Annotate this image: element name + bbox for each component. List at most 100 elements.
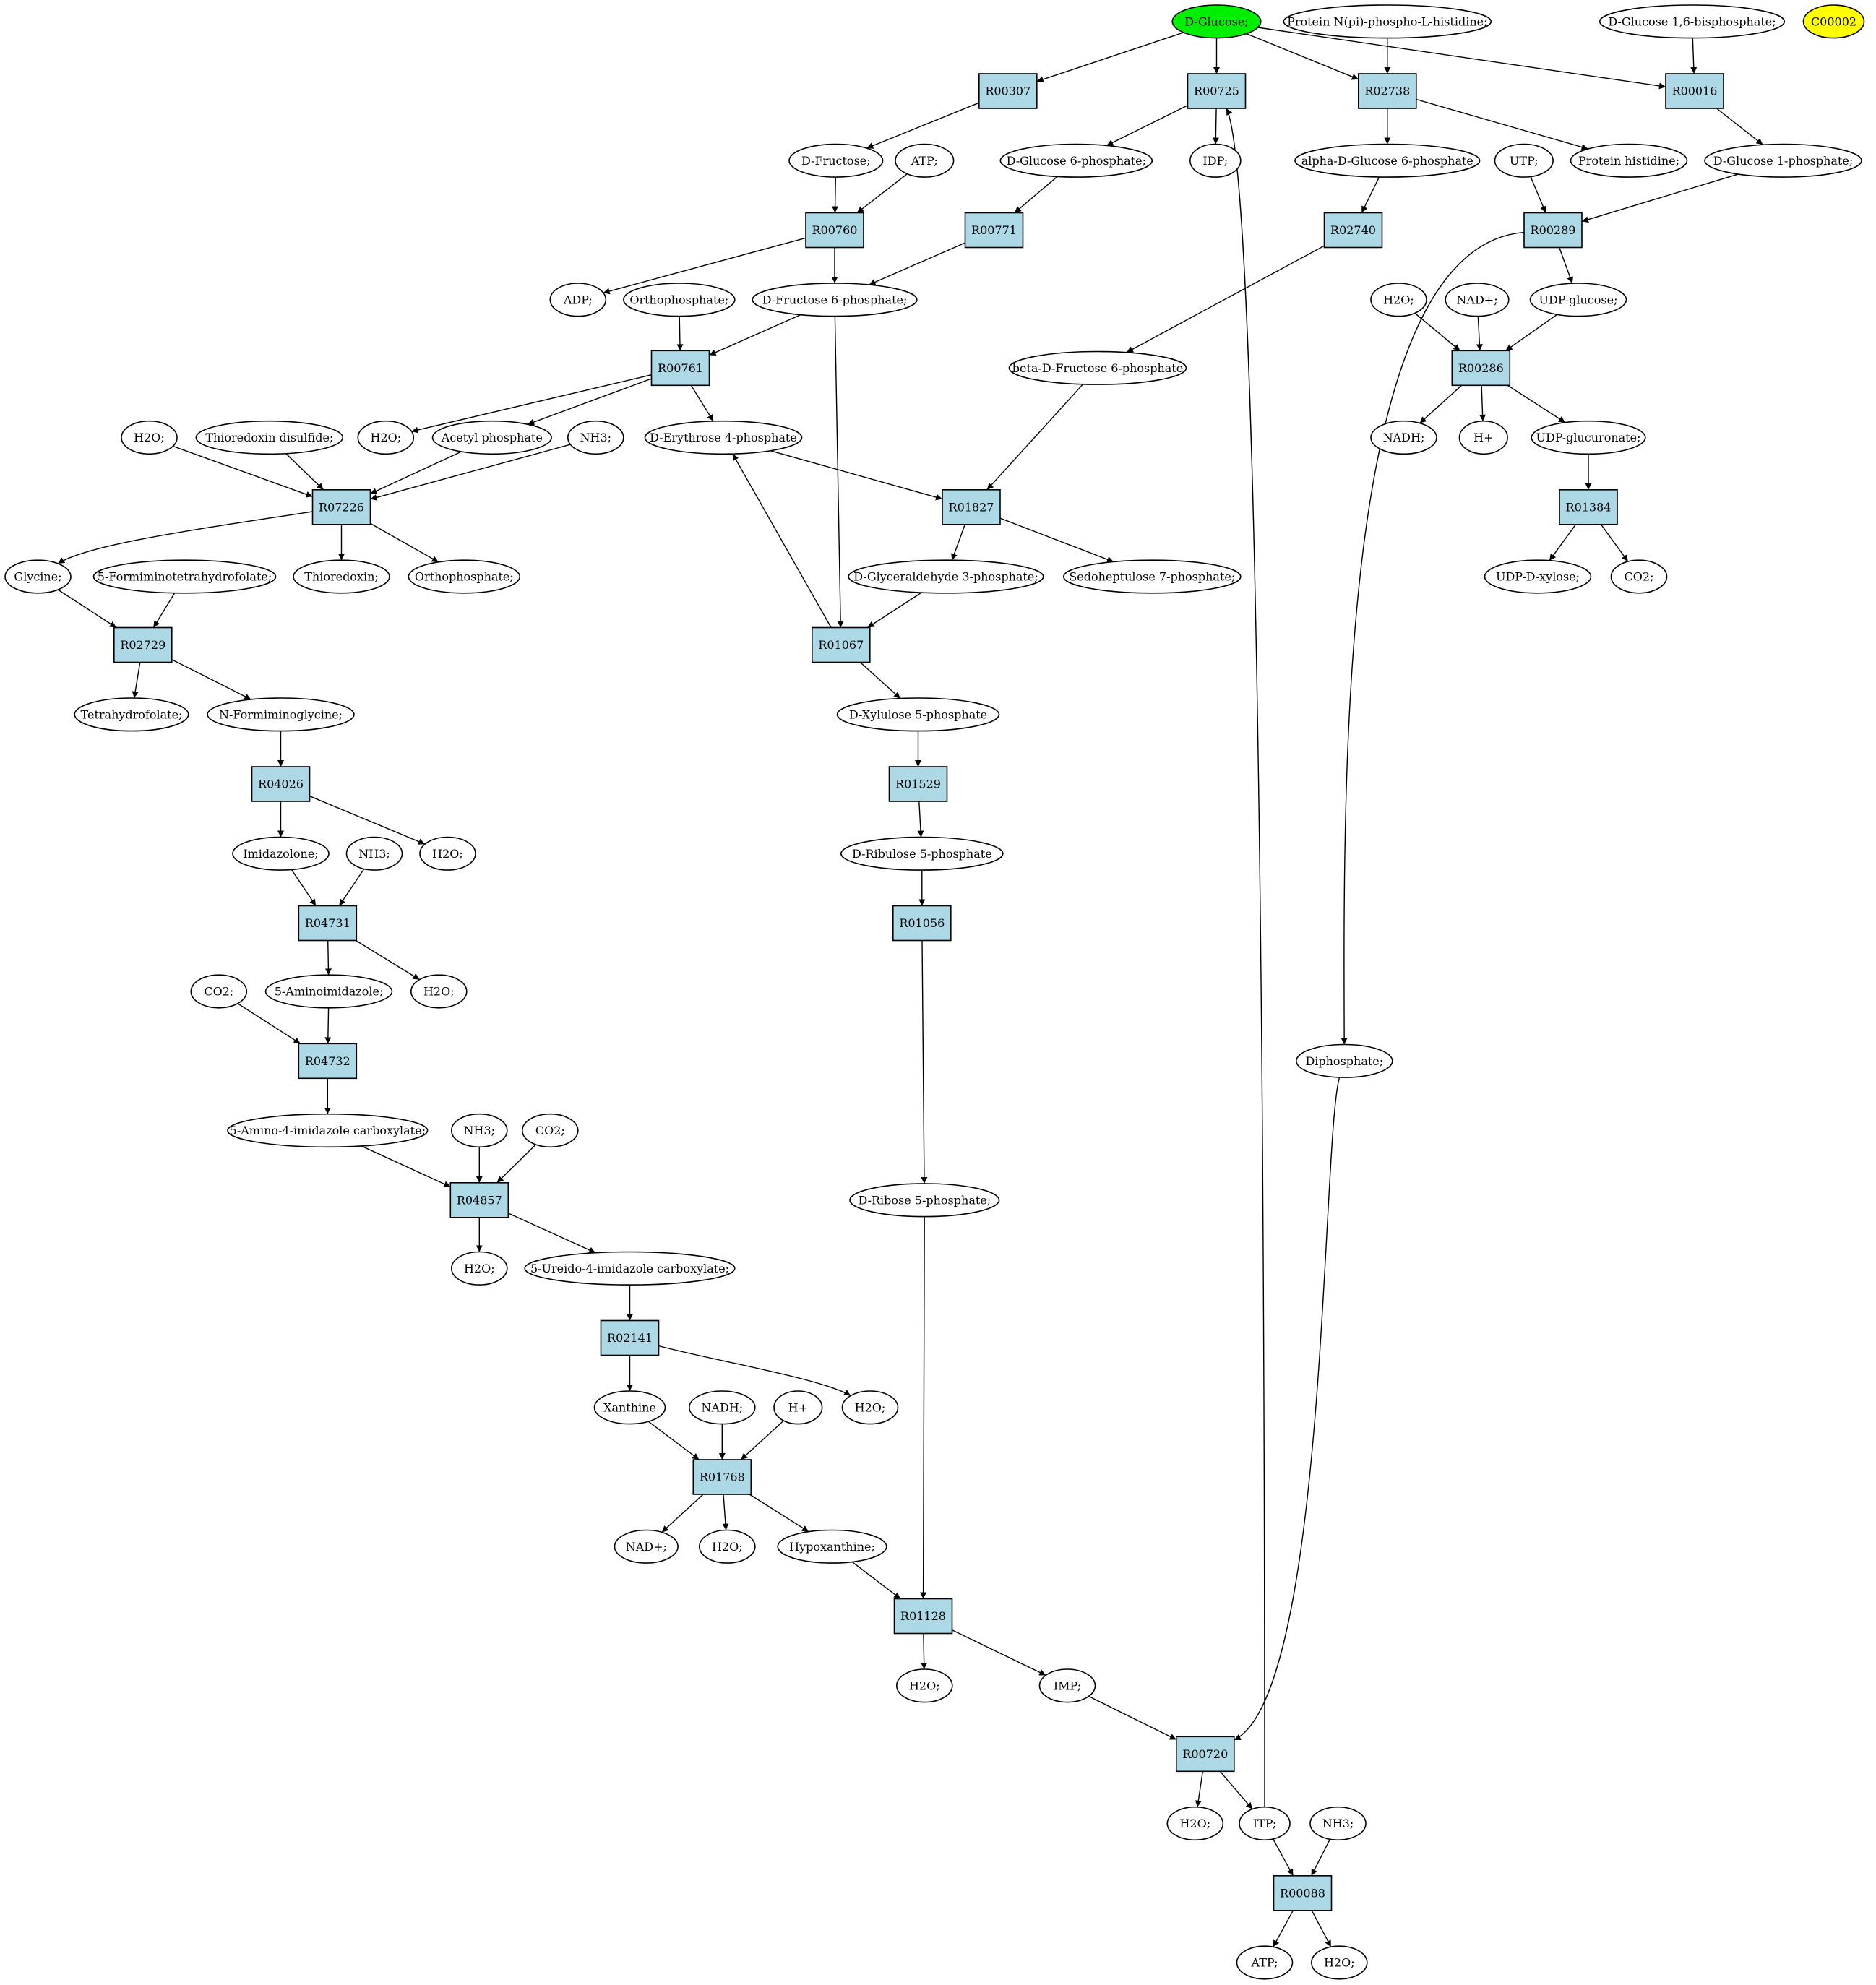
metabolite-node-protein-phospho-his[interactable]: Protein N(pi)-phospho-L-histidine; bbox=[1283, 4, 1492, 39]
metabolite-node-h2o-e[interactable]: H2O; bbox=[410, 974, 468, 1009]
reaction-node-r00725[interactable]: R00725 bbox=[1187, 73, 1247, 109]
reaction-node-r02141[interactable]: R02141 bbox=[600, 1319, 660, 1356]
reaction-node-r04732[interactable]: R04732 bbox=[298, 1043, 358, 1080]
metabolite-node-h2o-a[interactable]: H2O; bbox=[1370, 283, 1427, 317]
metabolite-node-atp-b[interactable]: ATP; bbox=[1236, 1945, 1294, 1980]
metabolite-node-nadp-b[interactable]: NAD+; bbox=[614, 1529, 679, 1564]
reaction-node-r02740[interactable]: R02740 bbox=[1323, 212, 1383, 249]
metabolite-node-glycine[interactable]: Glycine; bbox=[4, 559, 72, 594]
metabolite-node-nadp-a[interactable]: NAD+; bbox=[1445, 283, 1510, 317]
metabolite-node-h2o-b[interactable]: H2O; bbox=[121, 420, 178, 455]
reaction-node-r04026[interactable]: R04026 bbox=[251, 766, 311, 802]
metabolite-node-formiminoglycine[interactable]: N-Formiminoglycine; bbox=[207, 697, 355, 732]
metabolite-node-sedoheptulose7p[interactable]: Sedoheptulose 7-phosphate; bbox=[1063, 559, 1242, 594]
reaction-node-r00307[interactable]: R00307 bbox=[978, 73, 1038, 109]
metabolite-node-protein-his[interactable]: Protein histidine; bbox=[1570, 143, 1688, 178]
metabolite-node-h2o-g[interactable]: H2O; bbox=[841, 1390, 899, 1425]
reaction-node-r02738[interactable]: R02738 bbox=[1358, 73, 1417, 109]
metabolite-node-thf[interactable]: Tetrahydrofolate; bbox=[74, 697, 189, 732]
metabolite-node-nh3-d[interactable]: NH3; bbox=[1309, 1806, 1367, 1841]
metabolite-node-h2o-k[interactable]: H2O; bbox=[1311, 1945, 1368, 1980]
reaction-node-r07226[interactable]: R07226 bbox=[311, 488, 371, 525]
metabolite-node-h2o-j[interactable]: H2O; bbox=[1166, 1806, 1224, 1841]
metabolite-node-aica[interactable]: 5-Amino-4-imidazole carboxylate; bbox=[227, 1113, 429, 1148]
metabolite-node-glucose[interactable]: D-Glucose; bbox=[1171, 4, 1262, 39]
metabolite-node-orthophosphate-b[interactable]: Orthophosphate; bbox=[408, 559, 521, 594]
metabolite-node-beta-fructose6p[interactable]: beta-D-Fructose 6-phosphate bbox=[1008, 350, 1187, 385]
metabolite-node-adp[interactable]: ADP; bbox=[549, 283, 607, 317]
metabolite-node-hypoxanthine[interactable]: Hypoxanthine; bbox=[777, 1529, 887, 1564]
metabolite-node-glucose6p[interactable]: D-Glucose 6-phosphate; bbox=[999, 143, 1153, 178]
metabolite-node-utp[interactable]: UTP; bbox=[1494, 143, 1554, 178]
metabolite-node-imidazolone[interactable]: Imidazolone; bbox=[232, 836, 330, 871]
reaction-node-r01529[interactable]: R01529 bbox=[888, 766, 948, 802]
metabolite-shape bbox=[614, 1529, 679, 1564]
metabolite-node-co2-c[interactable]: CO2; bbox=[521, 1113, 579, 1148]
metabolite-node-nadh-b[interactable]: NADH; bbox=[688, 1390, 756, 1425]
reaction-node-r00289[interactable]: R00289 bbox=[1523, 212, 1583, 249]
metabolite-node-formiminothf[interactable]: 5-Formiminotetrahydrofolate; bbox=[92, 559, 277, 594]
reaction-node-r04731[interactable]: R04731 bbox=[298, 905, 358, 942]
metabolite-node-aminoimidazole[interactable]: 5-Aminoimidazole; bbox=[264, 974, 393, 1009]
metabolite-node-erythrose4p[interactable]: D-Erythrose 4-phosphate bbox=[644, 420, 803, 455]
metabolite-node-acetyl-phosphate[interactable]: Acetyl phosphate bbox=[431, 420, 552, 455]
metabolite-node-hplus-b[interactable]: H+ bbox=[773, 1390, 823, 1425]
metabolite-node-glucose1p[interactable]: D-Glucose 1-phosphate; bbox=[1704, 143, 1862, 178]
metabolite-node-itp[interactable]: ITP; bbox=[1239, 1806, 1291, 1841]
metabolite-node-h2o-c[interactable]: H2O; bbox=[357, 420, 415, 455]
metabolite-node-imp[interactable]: IMP; bbox=[1038, 1668, 1096, 1703]
reaction-node-r01768[interactable]: R01768 bbox=[692, 1459, 752, 1495]
reaction-label: R00289 bbox=[1531, 223, 1576, 237]
metabolite-label: Diphosphate; bbox=[1305, 1054, 1383, 1068]
metabolite-node-alpha-glucose6p[interactable]: alpha-D-Glucose 6-phosphate bbox=[1294, 143, 1481, 178]
reaction-node-r00771[interactable]: R00771 bbox=[964, 212, 1024, 249]
reaction-node-r01056[interactable]: R01056 bbox=[892, 905, 952, 942]
metabolite-node-nadh-a[interactable]: NADH; bbox=[1370, 420, 1437, 455]
metabolite-node-ribose5p[interactable]: D-Ribose 5-phosphate; bbox=[849, 1183, 1000, 1218]
reaction-node-r01067[interactable]: R01067 bbox=[812, 626, 871, 663]
metabolite-node-co2-b[interactable]: CO2; bbox=[190, 974, 248, 1009]
reaction-node-r00088[interactable]: R00088 bbox=[1273, 1875, 1333, 1911]
reaction-node-r01384[interactable]: R01384 bbox=[1559, 488, 1618, 525]
metabolite-node-h2o-f[interactable]: H2O; bbox=[450, 1251, 508, 1286]
reaction-node-r00286[interactable]: R00286 bbox=[1451, 350, 1511, 387]
metabolite-node-fructose6p[interactable]: D-Fructose 6-phosphate; bbox=[752, 283, 918, 317]
metabolite-node-h2o-d[interactable]: H2O; bbox=[419, 836, 476, 871]
reaction-node-r02729[interactable]: R02729 bbox=[113, 626, 173, 663]
metabolite-node-co2-a[interactable]: CO2; bbox=[1610, 559, 1668, 594]
metabolite-node-ureido[interactable]: 5-Ureido-4-imidazole carboxylate; bbox=[524, 1251, 736, 1286]
metabolite-node-xylulose5p[interactable]: D-Xylulose 5-phosphate bbox=[836, 697, 1000, 732]
metabolite-node-ribulose5p[interactable]: D-Ribulose 5-phosphate bbox=[840, 836, 1004, 871]
reaction-node-r01827[interactable]: R01827 bbox=[942, 488, 1001, 525]
reaction-node-r00761[interactable]: R00761 bbox=[650, 350, 710, 387]
metabolite-node-g3p[interactable]: D-Glyceraldehyde 3-phosphate; bbox=[848, 559, 1044, 594]
reaction-node-r00720[interactable]: R00720 bbox=[1176, 1736, 1235, 1773]
metabolite-node-udp-glucuronate[interactable]: UDP-glucuronate; bbox=[1531, 420, 1646, 455]
metabolite-node-idp[interactable]: IDP; bbox=[1189, 143, 1242, 178]
metabolite-node-nh3-c[interactable]: NH3; bbox=[450, 1113, 508, 1148]
metabolite-node-hplus-a[interactable]: H+ bbox=[1458, 420, 1508, 455]
node-layer: D-Glucose; Protein N(pi)-phospho-L-histid… bbox=[4, 4, 1865, 1980]
metabolite-node-udp-glucose[interactable]: UDP-glucose; bbox=[1529, 283, 1627, 317]
metabolite-node-thioredoxin-disulfide[interactable]: Thioredoxin disulfide; bbox=[195, 420, 344, 455]
metabolite-node-xanthine[interactable]: Xanthine bbox=[593, 1390, 666, 1425]
metabolite-node-nh3-b[interactable]: NH3; bbox=[345, 836, 403, 871]
edge-arrow bbox=[770, 450, 943, 501]
reaction-node-r01128[interactable]: R01128 bbox=[893, 1598, 953, 1635]
metabolite-node-thioredoxin[interactable]: Thioredoxin; bbox=[293, 559, 390, 594]
metabolite-node-glucose-16bp[interactable]: D-Glucose 1,6-bisphosphate; bbox=[1599, 4, 1786, 39]
metabolite-node-fructose[interactable]: D-Fructose; bbox=[788, 143, 884, 178]
metabolite-node-udp-xylose[interactable]: UDP-D-xylose; bbox=[1484, 559, 1592, 594]
metabolite-shape bbox=[1570, 143, 1688, 178]
reaction-node-r04857[interactable]: R04857 bbox=[449, 1182, 509, 1218]
metabolite-node-c00002[interactable]: C00002 bbox=[1802, 4, 1865, 39]
reaction-node-r00016[interactable]: R00016 bbox=[1665, 73, 1724, 109]
reaction-node-r00760[interactable]: R00760 bbox=[805, 212, 864, 249]
metabolite-node-diphosphate[interactable]: Diphosphate; bbox=[1296, 1043, 1393, 1078]
metabolite-node-atp-a[interactable]: ATP; bbox=[895, 143, 955, 178]
metabolite-node-h2o-h[interactable]: H2O; bbox=[698, 1529, 756, 1564]
metabolite-node-orthophosphate-a[interactable]: Orthophosphate; bbox=[622, 283, 736, 317]
metabolite-node-h2o-i[interactable]: H2O; bbox=[896, 1668, 953, 1703]
metabolite-shape bbox=[1529, 283, 1627, 317]
metabolite-node-nh3-a[interactable]: NH3; bbox=[567, 420, 624, 455]
